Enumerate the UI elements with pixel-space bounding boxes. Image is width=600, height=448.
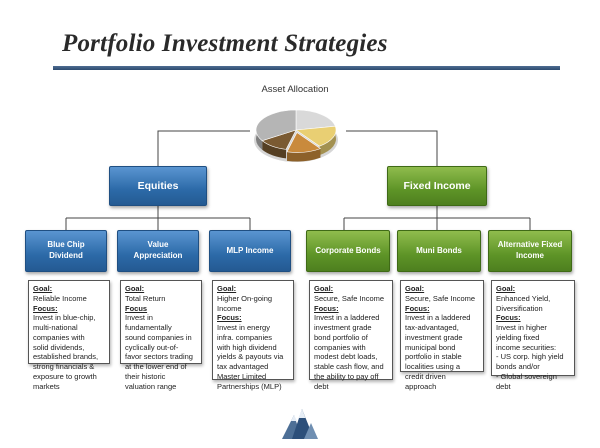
pie-slice [295,125,337,147]
strategy-label: MLP Income [226,245,274,255]
goal-text: Enhanced Yield, Diversification [496,293,551,313]
pie-top [255,109,337,153]
strategy-alternative-fixed-income: Alternative Fixed Income [488,230,572,272]
strategy-label: Blue Chip Dividend [47,240,85,260]
goal-text: Secure, Safe Income [405,293,476,303]
goal-text: Total Return [125,293,166,303]
connector-root-equities [157,130,250,166]
focus-text: Invest in higher yielding fixed income s… [496,323,564,391]
connector-fixed-strategies [343,206,531,230]
goal-heading: Goal: [217,284,237,293]
pie-slice [286,132,322,153]
pie-slice-side [286,148,321,162]
pie-slice [255,109,297,142]
connector-root-fixed [346,130,438,166]
goal-text: Reliable Income [33,293,87,303]
title-underline [53,66,560,70]
category-fixed-income-label: Fixed Income [403,180,471,192]
focus-heading: Focus: [217,313,242,323]
focus-heading: Focus: [405,303,430,313]
focus-text: Invest in blue-chip, multi-national comp… [33,313,99,391]
focus-text: Invest in energy infra. companies with h… [217,323,284,391]
strategy-blue-chip-dividend: Blue Chip Dividend [25,230,107,272]
detail-card-corporate-bonds: Goal: Secure, Safe Income Focus: Invest … [309,280,393,391]
strategy-label: Alternative Fixed Income [497,240,563,260]
pie-slice-side [262,140,287,159]
focus-heading: Focus: [33,303,58,313]
mountain-logo-icon [282,409,318,439]
category-fixed-income: Fixed Income [387,166,487,206]
detail-card-alternative-fixed-income: Goal: Enhanced Yield, Diversification Fo… [491,280,575,391]
detail-card-mlp-income: Goal: Higher On-going Income Focus: Inve… [212,280,294,391]
focus-text: Invest in a laddered investment grade bo… [314,313,384,391]
goal-heading: Goal: [33,284,53,293]
goal-text: Secure, Safe Income [314,293,385,303]
category-equities: Equities [109,166,207,206]
category-equities-label: Equities [137,180,179,192]
focus-text: Invest in fundamentally sound companies … [125,313,193,391]
root-node-label: Asset Allocation [261,84,329,95]
strategy-mlp-income: MLP Income [209,230,291,272]
connector-equities-strategies [65,206,251,230]
goal-heading: Goal: [314,284,334,293]
focus-heading: Focus [125,303,148,313]
detail-card-blue-chip: Goal: Reliable Income Focus: Invest in b… [28,280,110,391]
pie-slice [295,109,336,131]
asset-allocation-pie [254,109,338,162]
focus-text: Invest in a laddered tax-advantaged, inv… [405,313,471,391]
page-title: Portfolio Investment Strategies [62,30,388,57]
detail-card-muni-bonds: Goal: Secure, Safe Income Focus: Invest … [400,280,484,391]
goal-heading: Goal: [405,284,425,293]
goal-text: Higher On-going Income [217,293,273,313]
goal-heading: Goal: [496,284,516,293]
strategy-muni-bonds: Muni Bonds [397,230,481,272]
focus-heading: Focus: [496,313,521,323]
strategy-label: Corporate Bonds [315,245,381,255]
goal-heading: Goal: [125,284,145,293]
strategy-corporate-bonds: Corporate Bonds [306,230,390,272]
focus-heading: Focus: [314,303,339,313]
strategy-value-appreciation: Value Appreciation [117,230,199,272]
strategy-label: Muni Bonds [416,245,462,255]
detail-card-value-appreciation: Goal: Total Return Focus Invest in funda… [120,280,202,391]
pie-slice-side [319,126,336,156]
strategy-label: Value Appreciation [133,240,183,260]
